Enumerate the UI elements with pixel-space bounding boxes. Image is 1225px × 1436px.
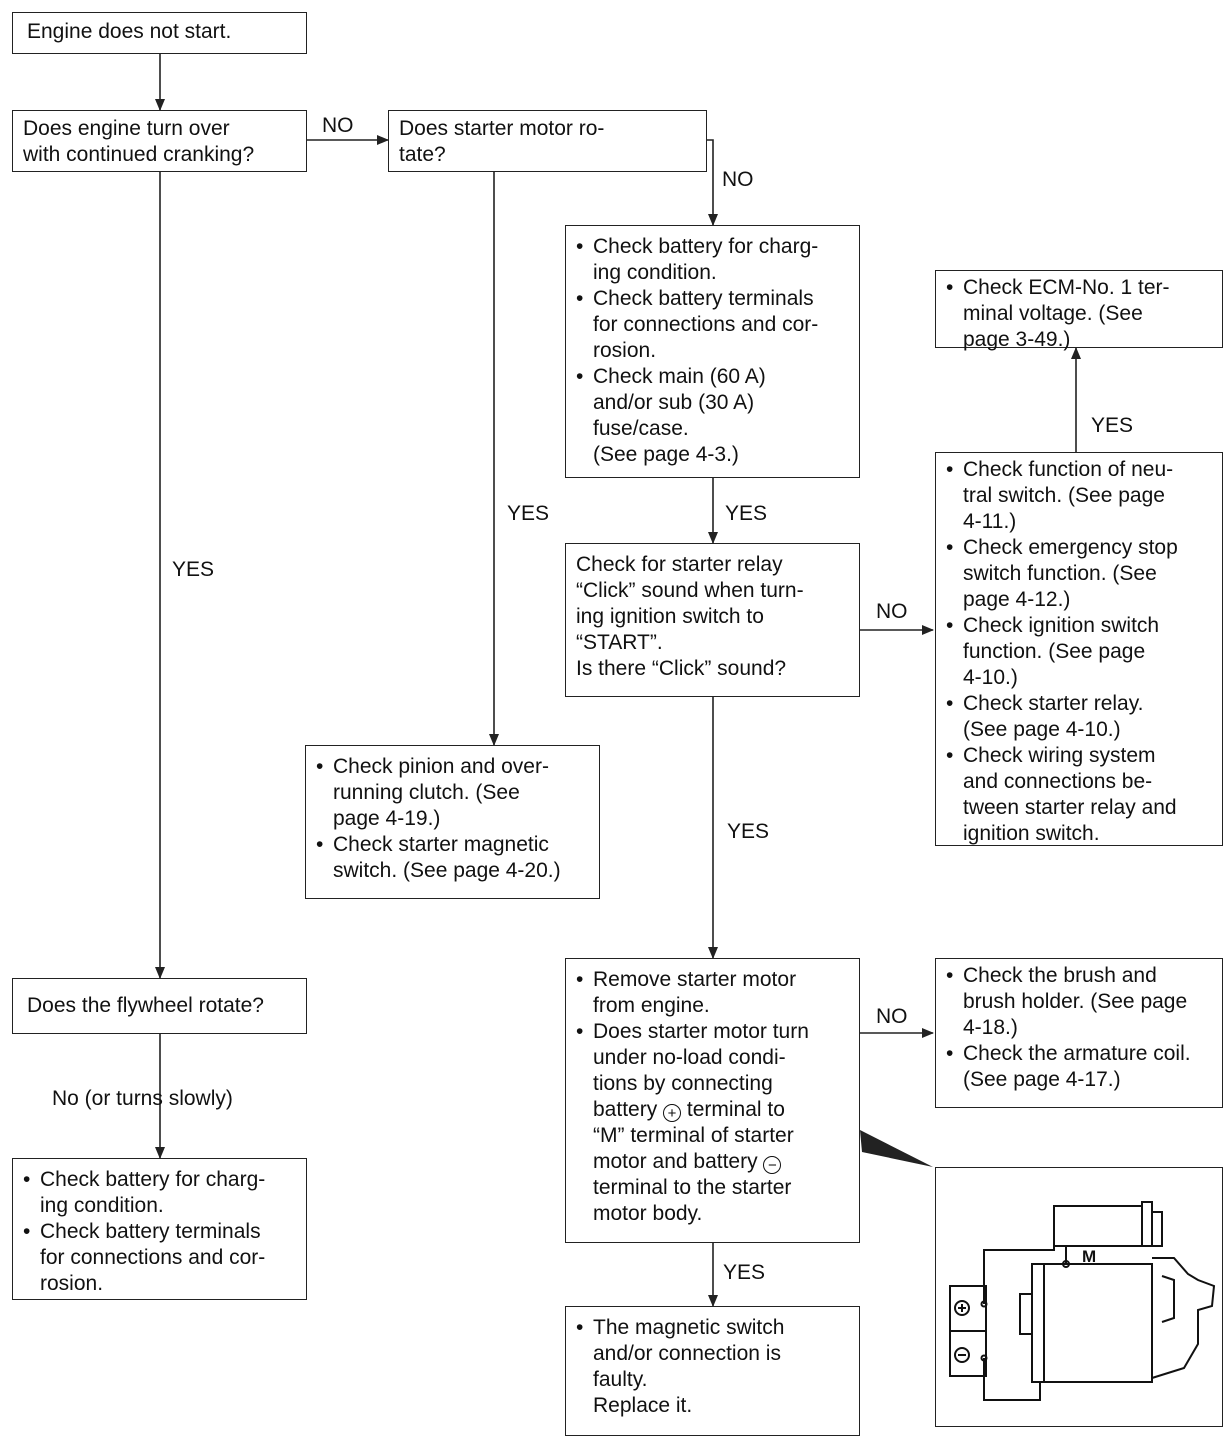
battery-check-item: Check battery for charg- ing condition. bbox=[576, 234, 849, 286]
magnetic-faulty-list: The magnetic switch and/or connection is… bbox=[576, 1315, 849, 1419]
ecm-check-list: Check ECM-No. 1 ter- minal voltage. (See… bbox=[946, 275, 1212, 353]
remove-starter-item: Does starter motor turn under no-load co… bbox=[576, 1019, 849, 1227]
plus-terminal-icon: + bbox=[663, 1104, 682, 1122]
switch-check-item: Check emergency stop switch function. (S… bbox=[946, 535, 1212, 613]
label-yes-ecm: YES bbox=[1091, 414, 1134, 437]
battery-plus-text-b: terminal to bbox=[681, 1098, 785, 1121]
battery-minus-line: motor and battery − bbox=[593, 1149, 849, 1175]
switch-checks-box: Check function of neu- tral switch. (See… bbox=[935, 452, 1223, 846]
battery-checks-list: Check battery for charg- ing condition. … bbox=[576, 234, 849, 468]
ecm-check-item: Check ECM-No. 1 ter- minal voltage. (See… bbox=[946, 275, 1212, 353]
relay-click-box: Check for starter relay “Click” sound wh… bbox=[565, 543, 860, 697]
start-text: Engine does not start. bbox=[27, 20, 232, 43]
pinion-checks-box: Check pinion and over- running clutch. (… bbox=[305, 745, 600, 899]
switch-check-item: Check ignition switch function. (See pag… bbox=[946, 613, 1212, 691]
label-no-slow: No (or turns slowly) bbox=[52, 1087, 233, 1110]
battery-checks-box: Check battery for charg- ing condition. … bbox=[565, 225, 860, 478]
label-no-rotate: NO bbox=[722, 168, 754, 191]
pointer-wedge bbox=[860, 1130, 933, 1167]
ecm-check-box: Check ECM-No. 1 ter- minal voltage. (See… bbox=[935, 270, 1223, 351]
battery-checks-2-list: Check battery for charg- ing condition. … bbox=[23, 1167, 296, 1297]
brush-checks-box: Check the brush and brush holder. (See p… bbox=[935, 958, 1223, 1108]
arrow-rotate-no bbox=[707, 139, 718, 226]
brush-checks-list: Check the brush and brush holder. (See p… bbox=[946, 963, 1212, 1093]
battery-check-item: Check battery terminals for connections … bbox=[576, 286, 849, 364]
start-box: Engine does not start. bbox=[12, 12, 307, 54]
switch-checks-list: Check function of neu- tral switch. (See… bbox=[946, 457, 1212, 847]
battery-check-item: Check main (60 A) and/or sub (30 A) fuse… bbox=[576, 364, 849, 468]
remove-starter-list: Remove starter motor from engine. Does s… bbox=[576, 967, 849, 1227]
turnover-question-box: Does engine turn over with continued cra… bbox=[12, 110, 307, 172]
battery-minus-text-a: motor and battery bbox=[593, 1150, 764, 1173]
switch-check-item: Check starter relay. (See page 4-10.) bbox=[946, 691, 1212, 743]
turnover-line-1: Does engine turn over bbox=[23, 117, 230, 140]
remove-starter-box: Remove starter motor from engine. Does s… bbox=[565, 958, 860, 1243]
battery-plus-line: battery + terminal to bbox=[593, 1097, 849, 1123]
battery-checks-2-box: Check battery for charg- ing condition. … bbox=[12, 1158, 307, 1300]
flywheel-question-box: Does the flywheel rotate? bbox=[12, 978, 307, 1034]
pinion-checks-list: Check pinion and over- running clutch. (… bbox=[316, 754, 589, 884]
starter-motor-illustration: M bbox=[949, 1201, 1216, 1401]
battery-check-2-item: Check battery terminals for connections … bbox=[23, 1219, 296, 1297]
starter-rotate-box: Does starter motor ro- tate? bbox=[388, 110, 707, 172]
switch-check-item: Check wiring system and connections be- … bbox=[946, 743, 1212, 847]
remove-starter-item: Remove starter motor from engine. bbox=[576, 967, 849, 1019]
switch-check-item: Check function of neu- tral switch. (See… bbox=[946, 457, 1212, 535]
brush-check-item: Check the brush and brush holder. (See p… bbox=[946, 963, 1212, 1041]
rotate-line-2: tate? bbox=[399, 143, 446, 166]
minus-terminal-icon: − bbox=[763, 1156, 782, 1174]
pinion-check-item: Check starter magnetic switch. (See page… bbox=[316, 832, 589, 884]
magnetic-faulty-box: The magnetic switch and/or connection is… bbox=[565, 1306, 860, 1436]
label-no-turnover: NO bbox=[322, 114, 354, 137]
label-no-remove: NO bbox=[876, 1005, 908, 1028]
label-yes-battery: YES bbox=[725, 502, 768, 525]
label-yes-turnover: YES bbox=[172, 558, 215, 581]
label-yes-remove: YES bbox=[723, 1261, 766, 1284]
rotate-line-1: Does starter motor ro- bbox=[399, 117, 605, 140]
label-no-click: NO bbox=[876, 600, 908, 623]
m-terminal-label: M bbox=[1082, 1247, 1096, 1266]
magnetic-faulty-item: The magnetic switch and/or connection is… bbox=[576, 1315, 849, 1419]
turnover-line-2: with continued cranking? bbox=[23, 143, 255, 166]
battery-check-2-item: Check battery for charg- ing condition. bbox=[23, 1167, 296, 1219]
starter-motor-illustration-box: M bbox=[935, 1167, 1223, 1427]
pinion-check-item: Check pinion and over- running clutch. (… bbox=[316, 754, 589, 832]
brush-check-item: Check the armature coil. (See page 4-17.… bbox=[946, 1041, 1212, 1093]
label-yes-rotate: YES bbox=[507, 502, 550, 525]
label-yes-click: YES bbox=[727, 820, 770, 843]
battery-plus-text-a: battery bbox=[593, 1098, 664, 1121]
